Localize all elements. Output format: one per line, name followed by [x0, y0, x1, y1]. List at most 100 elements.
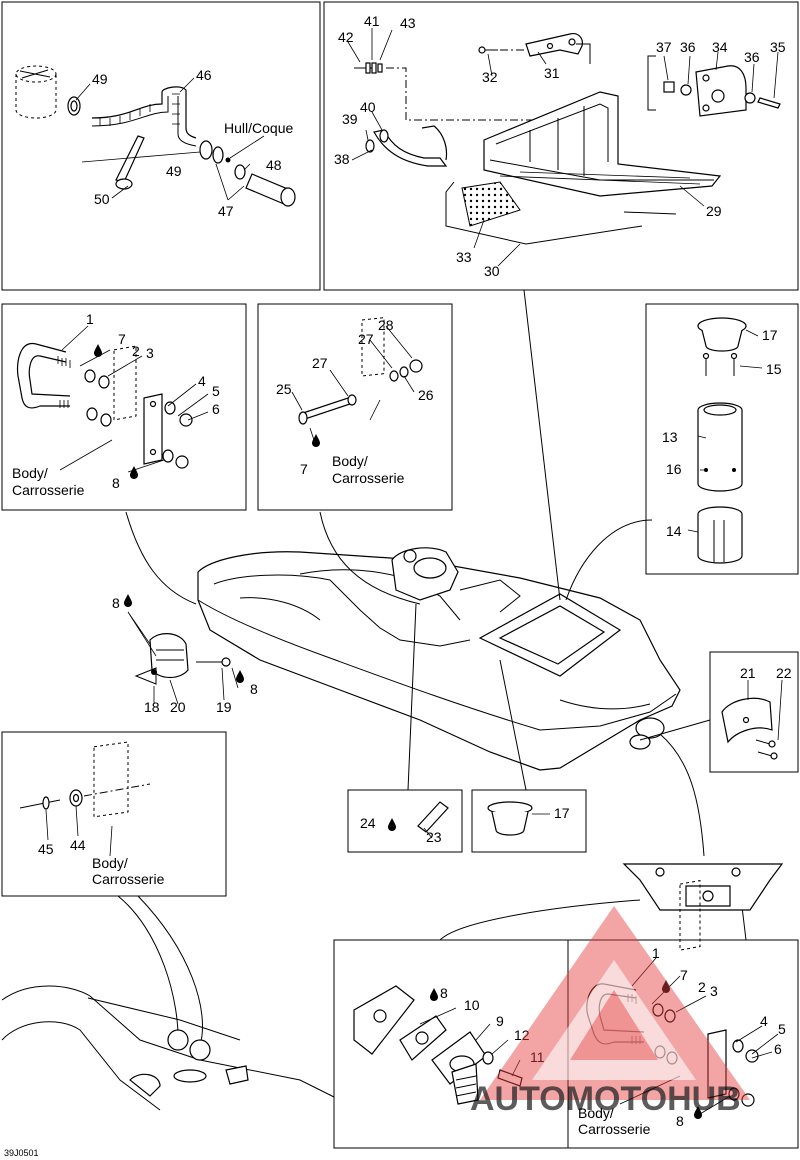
callout-42: 42 [338, 29, 354, 45]
callout-15: 15 [766, 361, 782, 377]
gasket-10 [399, 1015, 447, 1061]
latch-hardware-35-37 [647, 55, 781, 111]
label-body-mc-2: Carrosserie [332, 470, 405, 486]
callout-22: 22 [776, 665, 792, 681]
storage-tray-29 [483, 91, 722, 197]
callout-36a: 36 [680, 39, 696, 55]
bolt-19 [196, 657, 231, 667]
label-body-ml-1: Body/ [12, 465, 48, 481]
sealant-drop-icon [124, 594, 132, 607]
panel-clamp: 21 22 [709, 651, 799, 773]
callout-9: 9 [496, 1013, 504, 1029]
callout-44: 44 [70, 837, 86, 853]
callout-7-mc: 7 [300, 461, 308, 477]
cup-ring-17-b [487, 801, 533, 836]
callout-49b: 49 [166, 163, 182, 179]
callout-28: 28 [378, 317, 394, 333]
rod-30 [445, 181, 677, 245]
cylinder-13 [697, 402, 743, 492]
vent-cylinder [15, 65, 57, 119]
panel-rivet: 45 44 Body/ Carrosserie [1, 731, 227, 897]
connector-lines [117, 289, 747, 1047]
nuts-26-28 [389, 359, 423, 382]
callout-31: 31 [544, 65, 560, 81]
callout-46: 46 [196, 67, 212, 83]
latch-34 [695, 65, 747, 117]
callout-3-ml: 3 [146, 345, 154, 361]
hose-46 [91, 86, 197, 147]
callout-19: 19 [216, 699, 232, 715]
callout-27b: 27 [312, 355, 328, 371]
callout-1-ml: 1 [86, 311, 94, 327]
nuts-b [728, 1039, 759, 1107]
callout-40: 40 [360, 99, 376, 115]
panel-u-bolt: 1 7 2 3 4 5 6 Body/ Carrosserie 8 [1, 303, 247, 511]
mount-plate-8 [353, 985, 415, 1055]
label-body-b-1: Body/ [578, 1105, 614, 1121]
clamp-49-lower [199, 140, 213, 160]
screws-22 [755, 739, 778, 760]
fitting-47 [212, 146, 296, 207]
callout-25: 25 [276, 381, 292, 397]
bow-fitting-18-20 [134, 633, 189, 685]
callout-39: 39 [342, 111, 358, 127]
callout-14: 14 [666, 523, 682, 539]
mesh-33 [461, 181, 521, 227]
drain-plug-9 [431, 1031, 487, 1105]
watermark-text: AUTOMOTOHUB [470, 1080, 741, 1118]
cup-ring-17 [697, 317, 747, 352]
label-body-ml-2: Carrosserie [12, 482, 85, 498]
screws-15 [702, 352, 738, 376]
callout-21: 21 [740, 665, 756, 681]
callout-7-b: 7 [680, 967, 688, 983]
grommet-44 [69, 789, 83, 807]
clamp-49-upper [67, 96, 81, 116]
panel-drain-hose: 49 46 Hull/Coque 48 49 50 47 [1, 1, 321, 291]
panel-bolt: 28 27 27 26 25 7 Body/ Carrosserie [257, 303, 453, 511]
callout-4-ml: 4 [198, 373, 206, 389]
callout-27a: 27 [358, 331, 374, 347]
sleeve-14 [697, 506, 743, 564]
callout-10: 10 [464, 997, 480, 1013]
callout-48: 48 [266, 157, 282, 173]
callout-33: 33 [456, 249, 472, 265]
callout-50: 50 [94, 191, 110, 207]
callout-8-dp: 8 [440, 985, 448, 1001]
clamp-21 [721, 697, 773, 744]
label-hull-coque: Hull/Coque [224, 120, 293, 136]
callout-45: 45 [38, 841, 54, 857]
callout-17-mr: 17 [762, 327, 778, 343]
washers-2-3-ml [84, 369, 112, 427]
panel-hose-23: 24 23 [347, 789, 463, 853]
callout-2-b: 2 [698, 979, 706, 995]
callout-1-b: 1 [652, 945, 660, 961]
callout-41: 41 [364, 13, 380, 29]
callout-30: 30 [484, 263, 500, 279]
plate-4-ml [143, 393, 163, 465]
label-body-b-2: Carrosserie [578, 1121, 651, 1137]
callout-8-ml: 8 [112, 475, 120, 491]
rivet-45 [19, 796, 61, 810]
diagram-code: 39J0501 [4, 1148, 39, 1158]
callout-17-b: 17 [554, 805, 570, 821]
screw-32 [478, 46, 498, 54]
callout-26: 26 [418, 387, 434, 403]
callout-32: 32 [482, 69, 498, 85]
callout-24: 24 [360, 815, 376, 831]
callout-5-ml: 5 [212, 383, 220, 399]
callout-35: 35 [770, 39, 786, 55]
callout-3-b: 3 [710, 983, 718, 999]
panel-storage-tray: 41 43 42 32 31 37 36 34 36 35 40 39 38 2… [323, 1, 799, 291]
panel-cup-17: 17 [471, 789, 587, 853]
panel-drain-plug: 8 10 9 12 11 [333, 939, 569, 1149]
bracket-31 [525, 33, 583, 57]
callout-6-ml: 6 [212, 401, 220, 417]
callout-37: 37 [656, 39, 672, 55]
label-body-mc-1: Body/ [332, 453, 368, 469]
callout-8-bow: 8 [112, 595, 120, 611]
label-body-bl-2: Carrosserie [92, 871, 165, 887]
callout-34: 34 [712, 39, 728, 55]
callout-36b: 36 [744, 49, 760, 65]
callout-8-boat: 8 [250, 681, 258, 697]
